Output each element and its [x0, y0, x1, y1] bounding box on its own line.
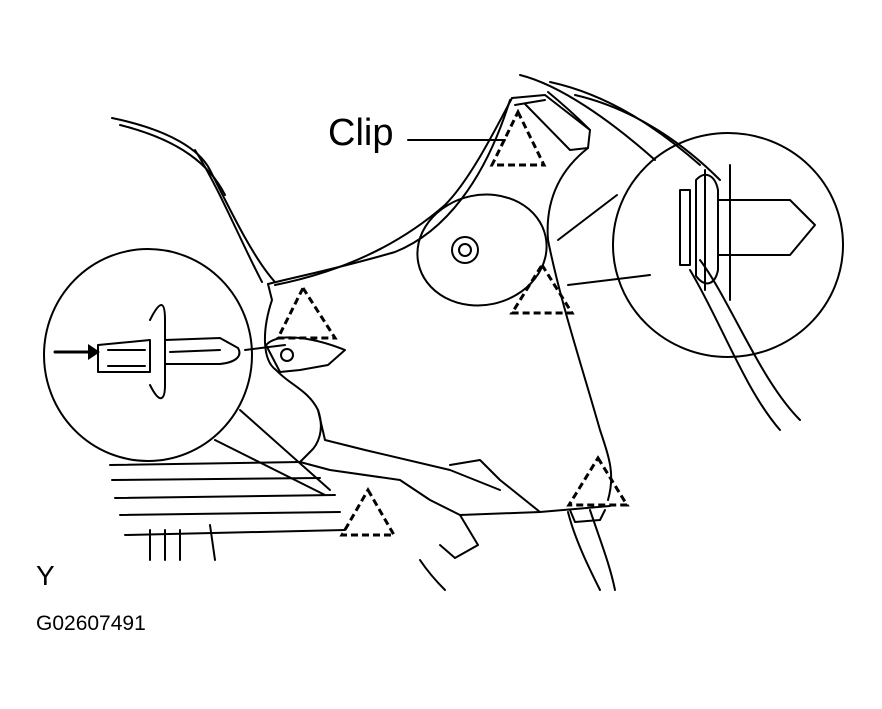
callout-left [43, 248, 331, 496]
push-arrow-icon [88, 344, 100, 360]
clip-marker-bottom-left [339, 487, 397, 537]
trim-panel [263, 94, 613, 559]
view-label: Y [36, 560, 55, 591]
body-lines [111, 74, 801, 431]
clip-marker-bottom-right [566, 455, 630, 507]
lower-lines [109, 459, 616, 591]
callout-right [557, 132, 844, 358]
clip-marker-right [509, 262, 575, 315]
figure-code: G02607491 [36, 612, 146, 635]
clip-marker-left [275, 284, 338, 340]
clip-label: Clip [328, 112, 394, 154]
